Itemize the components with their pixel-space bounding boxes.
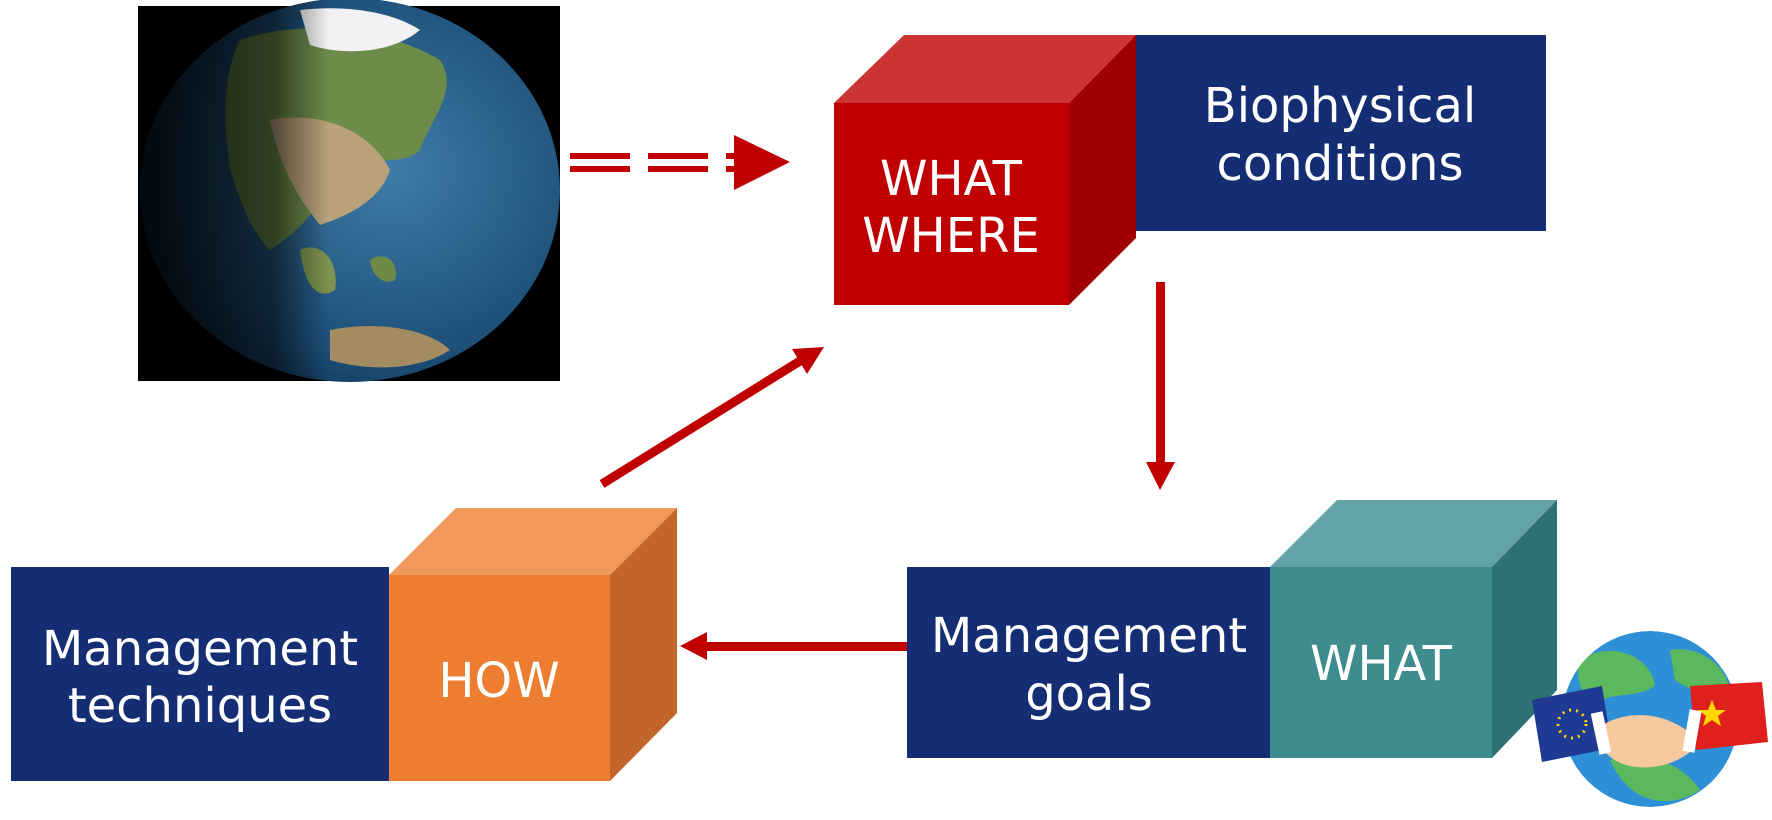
dashed-arrow (570, 135, 790, 190)
what-cube-label: WHAT (1310, 636, 1453, 692)
what-cube: WHAT (1270, 500, 1557, 758)
arrow-down (1146, 282, 1175, 490)
management-goals-box: Management goals (907, 567, 1271, 758)
handshake-icon (1597, 715, 1694, 768)
eu-flag-icon (1532, 686, 1612, 762)
partnership-icon (1532, 631, 1768, 807)
china-flag-icon (1690, 682, 1768, 750)
biophysical-line2: conditions (1217, 136, 1464, 192)
techniques-line2: techniques (68, 678, 332, 734)
biophysical-line1: Biophysical (1204, 78, 1476, 134)
management-techniques-box: Management techniques (11, 567, 389, 781)
earth-image (138, 0, 560, 382)
what-where-cube: WHAT WHERE (834, 35, 1136, 305)
cube-where-label: WHERE (862, 208, 1040, 264)
goals-line2: goals (1025, 666, 1153, 722)
how-cube-label: HOW (438, 653, 559, 709)
how-cube: HOW (389, 508, 677, 781)
goals-line1: Management (931, 608, 1247, 664)
biophysical-conditions-box: Biophysical conditions (1133, 35, 1546, 231)
cube-what-label: WHAT (880, 151, 1023, 207)
arrow-diagonal-up (599, 347, 824, 488)
arrow-left (680, 632, 907, 660)
techniques-line1: Management (42, 621, 358, 677)
